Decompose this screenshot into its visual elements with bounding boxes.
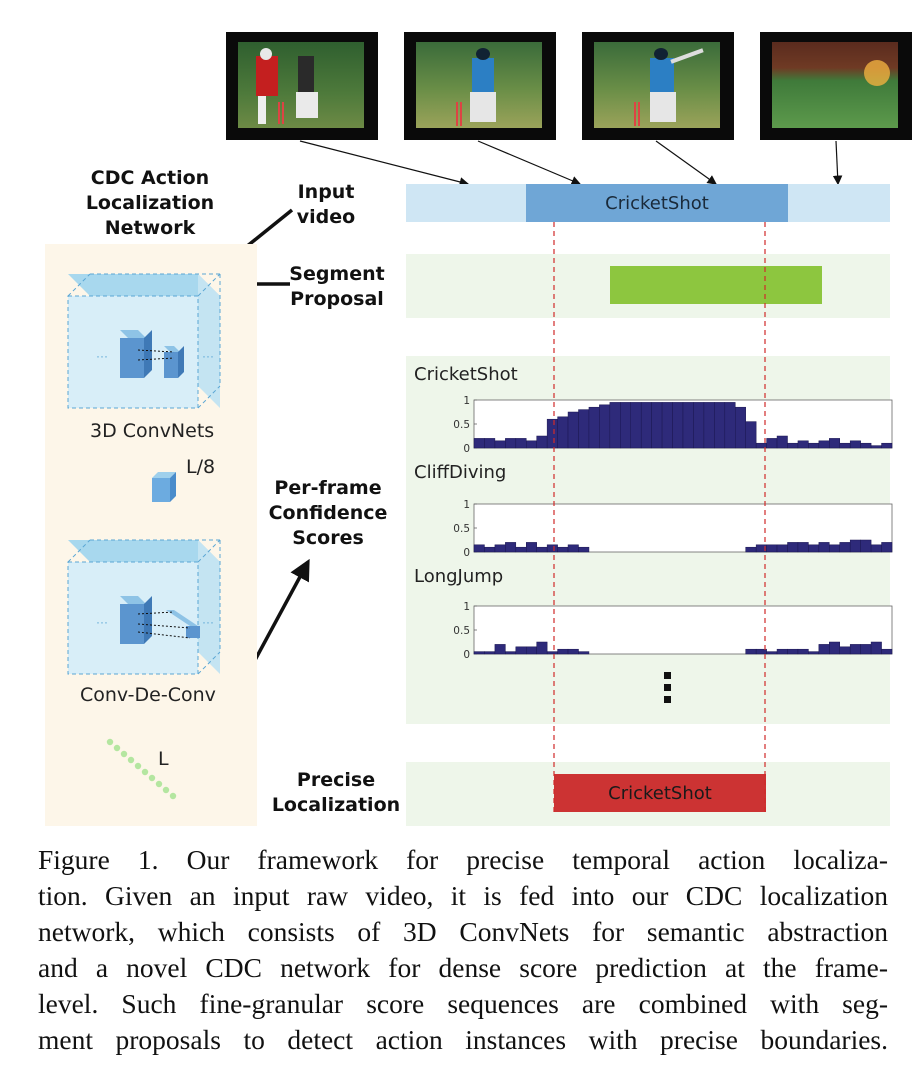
score-bar: [494, 644, 506, 655]
network-title-line-2: Localization: [85, 192, 215, 214]
convnet-cube: ··· ···: [67, 273, 221, 409]
segment-proposal-line-2: Proposal: [290, 288, 384, 310]
svg-text:···: ···: [96, 615, 108, 629]
l8-label: L/8: [186, 456, 216, 478]
convnet-label: 3D ConvNets: [90, 420, 215, 442]
video-frame-1: [226, 32, 378, 140]
frame1-arrow: [299, 140, 470, 187]
input-video-line-1: Input: [297, 181, 355, 203]
score-bar: [578, 651, 590, 655]
caption-line-4: and a novel CDC network for dense score …: [38, 952, 888, 983]
y-tick-label: 0: [463, 443, 470, 452]
video-frame-3: [582, 32, 734, 140]
video-action-segment: CricketShot: [526, 184, 788, 222]
per-frame-line-3: Scores: [292, 527, 364, 549]
localization-result-bar: CricketShot: [554, 774, 766, 812]
caption-line-5: level. Such fine-granular score sequence…: [38, 988, 888, 1019]
score-bar: [536, 641, 548, 655]
chart-title-longjump: LongJump: [414, 566, 504, 587]
input-video-line-2: video: [296, 206, 356, 228]
network-title-line-3: Network: [104, 217, 196, 239]
caption-line-2: tion. Given an input raw video, it is fe…: [38, 880, 888, 911]
y-tick-label: 1: [463, 499, 470, 511]
cdc-cube: ··· ···: [67, 539, 221, 675]
score-chart-cricketshot: 10.50: [453, 395, 893, 452]
input-video-label: Input video: [276, 180, 376, 230]
segment-proposal-label: Segment Proposal: [272, 262, 402, 312]
caption-line-3: network, which consists of 3D ConvNets f…: [38, 916, 888, 947]
video-frame-2: [404, 32, 556, 140]
l-label: L: [158, 748, 169, 770]
score-bar: [776, 435, 788, 449]
figure-caption: Figure 1. Our framework for precise temp…: [38, 842, 888, 1058]
caption-line-1: Figure 1. Our framework for precise temp…: [38, 844, 888, 875]
precise-localization-label: Precise Localization: [266, 768, 406, 818]
segment-proposal-line-1: Segment: [289, 263, 385, 285]
video-frame-4: [760, 32, 912, 140]
precise-localization-line-1: Precise: [296, 769, 376, 791]
network-title-line-1: CDC Action: [90, 167, 210, 189]
frame4-arrow: [832, 140, 843, 186]
caption-line-6: ment proposals to detect action instance…: [38, 1024, 888, 1055]
score-chart-longjump: 10.50: [453, 601, 893, 658]
score-bar: [578, 546, 590, 553]
y-tick-label: 1: [463, 395, 470, 407]
y-tick-label: 0: [463, 547, 470, 556]
network-title: CDC Action Localization Network: [60, 166, 240, 241]
score-bar: [881, 442, 893, 449]
cdc-label: Conv-De-Conv: [80, 684, 216, 706]
small-cube: [152, 472, 176, 502]
y-tick-label: 1: [463, 601, 470, 613]
y-tick-label: 0: [463, 649, 470, 658]
per-frame-label: Per-frame Confidence Scores: [260, 476, 396, 551]
svg-text:···: ···: [202, 349, 214, 363]
score-chart-cliffdiving: 10.50: [453, 499, 893, 556]
score-bar: [881, 542, 893, 553]
svg-text:···: ···: [202, 615, 214, 629]
more-classes-ellipsis: [664, 672, 671, 703]
y-tick-label: 0.5: [453, 523, 470, 535]
y-tick-label: 0.5: [453, 419, 470, 431]
score-bar: [745, 421, 757, 449]
per-frame-line-2: Confidence: [268, 502, 388, 524]
score-bar: [870, 641, 882, 655]
localization-result-label: CricketShot: [608, 782, 712, 804]
precise-localization-line-2: Localization: [271, 794, 401, 816]
frame2-arrow: [477, 140, 582, 186]
frame3-arrow: [655, 140, 717, 185]
chart-title-cliffdiving: CliffDiving: [414, 462, 507, 483]
per-frame-line-1: Per-frame: [274, 477, 382, 499]
svg-text:···: ···: [96, 349, 108, 363]
y-tick-label: 0.5: [453, 625, 470, 637]
video-action-label: CricketShot: [605, 192, 709, 214]
score-bar: [881, 648, 893, 655]
output-sequence-dots: [106, 738, 177, 800]
segment-proposal-bar: [610, 266, 822, 304]
boundary-lines: [553, 222, 766, 812]
chart-title-cricketshot: CricketShot: [414, 364, 518, 385]
